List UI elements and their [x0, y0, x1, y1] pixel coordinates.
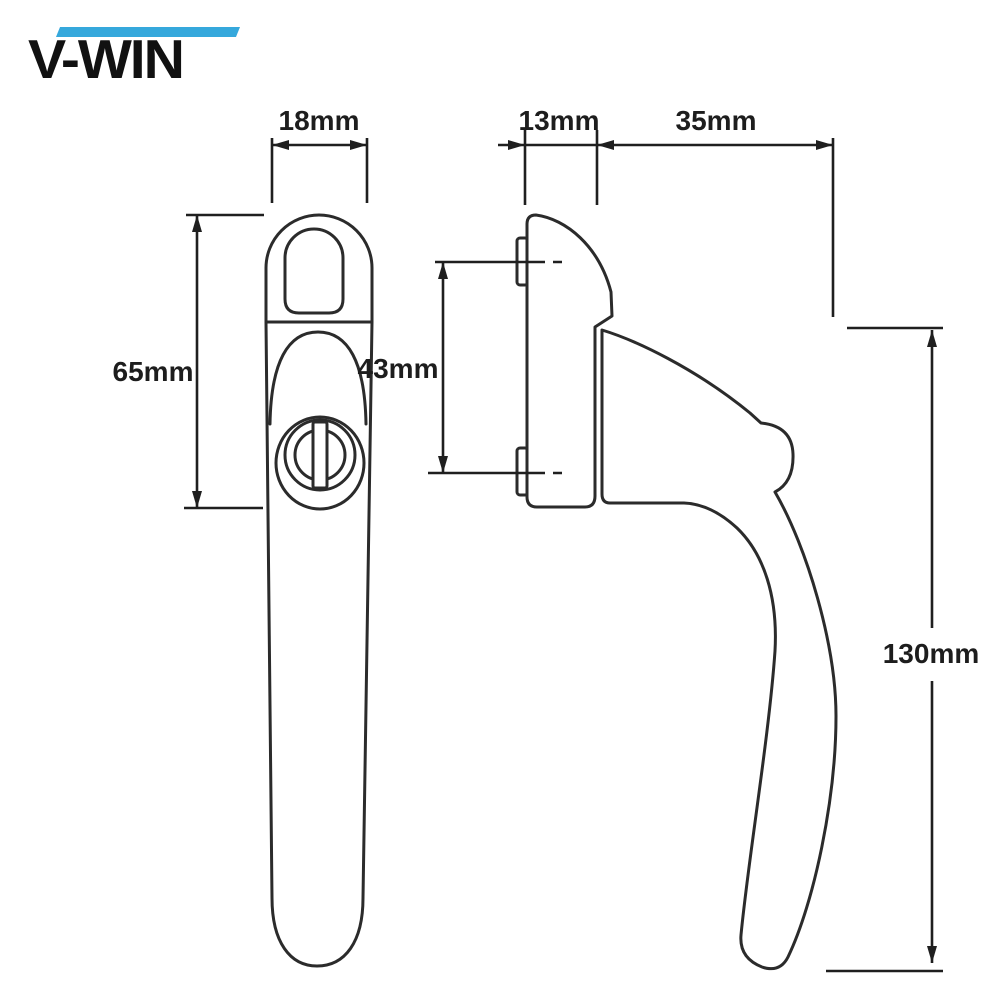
arrowhead-down [192, 491, 202, 508]
dimension-18mm: 18mm [270, 105, 369, 203]
dimension-13mm-35mm: 13mm 35mm [498, 105, 835, 317]
arrowhead-down [927, 946, 937, 963]
side-handle-grip [600, 328, 838, 971]
dim-label-65mm: 65mm [113, 356, 194, 387]
key-lock-button [274, 415, 366, 511]
extension-line [523, 130, 835, 317]
extension-line [270, 138, 369, 203]
front-neck-dome [268, 330, 368, 426]
front-handle-body-outline [264, 213, 374, 968]
dimension-130mm: 130mm [826, 326, 980, 973]
arrowhead-left [272, 140, 289, 150]
extension-line [826, 326, 943, 973]
dim-label-130mm: 130mm [883, 638, 980, 669]
arrowhead-up [927, 330, 937, 347]
lock-middle-ring [283, 418, 357, 492]
arrowhead-left [597, 140, 614, 150]
dim-label-13mm: 13mm [519, 105, 600, 136]
lock-outer-ring [274, 415, 366, 511]
side-view [428, 213, 838, 971]
dim-label-18mm: 18mm [279, 105, 360, 136]
arrowhead-right [508, 140, 525, 150]
arrowhead-up [438, 262, 448, 279]
lock-key-slot [311, 420, 329, 490]
side-backplate [525, 213, 614, 509]
arrowhead-up [192, 215, 202, 232]
arrowhead-right [816, 140, 833, 150]
dimension-65mm: 65mm [113, 213, 264, 510]
brand-logo: V-WIN [28, 14, 288, 104]
arrowhead-down [438, 456, 448, 473]
dimension-43mm: 43mm [358, 262, 448, 473]
front-view [264, 213, 374, 968]
arrowhead-right [350, 140, 367, 150]
dim-label-43mm: 43mm [358, 353, 439, 384]
front-ring-opening [283, 227, 345, 315]
brand-name: V-WIN [28, 28, 185, 90]
dim-label-35mm: 35mm [676, 105, 757, 136]
